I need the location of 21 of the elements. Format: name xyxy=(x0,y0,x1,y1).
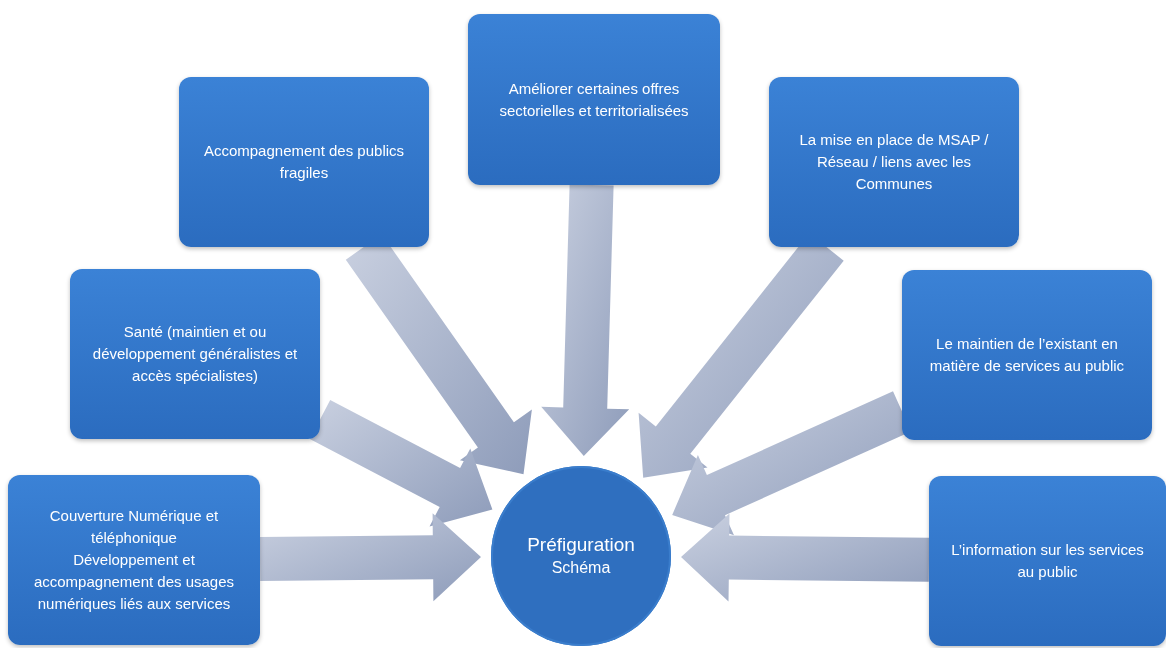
topic-text: Développement et accompagnement des usages numériques liés aux services xyxy=(32,550,236,614)
block-arrow xyxy=(681,513,930,602)
topic-box xyxy=(8,475,260,645)
topic-box xyxy=(769,77,1019,247)
block-arrow xyxy=(541,184,630,456)
topic-text: Améliorer certaines offres sectorielles et territorialisées xyxy=(498,78,690,121)
topic-text: La mise en place de MSAP / Réseau / liens avec les Communes xyxy=(798,130,990,194)
topic-text: Couverture Numérique et téléphonique xyxy=(48,506,220,548)
topic-box xyxy=(929,476,1166,646)
topic-text: Santé (maintien et ou développement généralistes et accès spécialistes) xyxy=(91,322,299,386)
center-subtitle: Schéma xyxy=(551,558,611,578)
block-arrow xyxy=(259,513,481,602)
topic-text: Le maintien de l’existant en matière de services au public xyxy=(928,334,1126,376)
topic-box xyxy=(179,77,429,247)
center-title: Préfiguration xyxy=(527,533,635,557)
block-arrow xyxy=(309,399,493,527)
topic-box xyxy=(902,270,1152,440)
topic-box xyxy=(468,14,720,185)
topic-text: L’information sur les services au public xyxy=(950,540,1145,582)
topic-text: Accompagnement des publics fragiles xyxy=(202,141,406,183)
topic-box xyxy=(70,269,320,439)
